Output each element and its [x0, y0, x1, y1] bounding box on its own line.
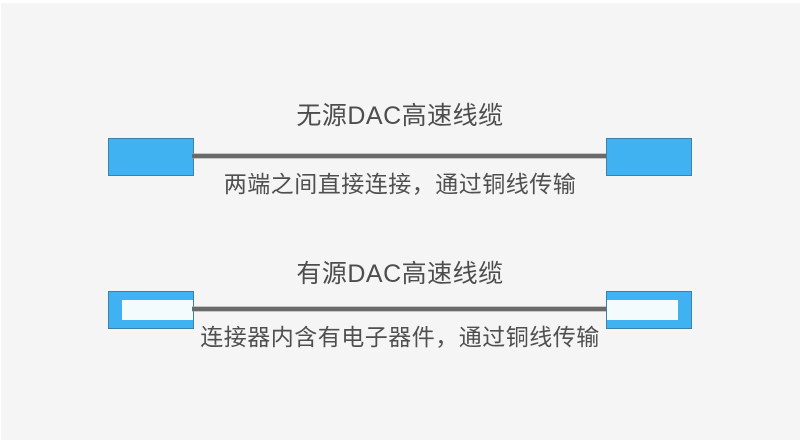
active-dac-right-electronics-module [607, 300, 678, 320]
active-dac-copper-cable-line [192, 307, 609, 311]
passive-dac-copper-cable-line [192, 154, 609, 158]
passive-dac-left-connector [108, 138, 194, 176]
active-dac-left-electronics-module [122, 300, 193, 320]
frame-left-strip [0, 0, 1, 444]
active-dac-left-connector [108, 291, 194, 329]
passive-dac-title: 无源DAC高速线缆 [296, 102, 504, 130]
passive-dac-right-connector [606, 138, 692, 176]
active-dac-right-connector [606, 291, 692, 329]
active-dac-title: 有源DAC高速线缆 [296, 260, 504, 288]
frame-bottom-strip [0, 440, 800, 444]
passive-dac-caption: 两端之间直接连接，通过铜线传输 [223, 171, 577, 197]
frame-top-strip [0, 0, 800, 3]
active-dac-caption: 连接器内含有电子器件，通过铜线传输 [200, 324, 600, 350]
